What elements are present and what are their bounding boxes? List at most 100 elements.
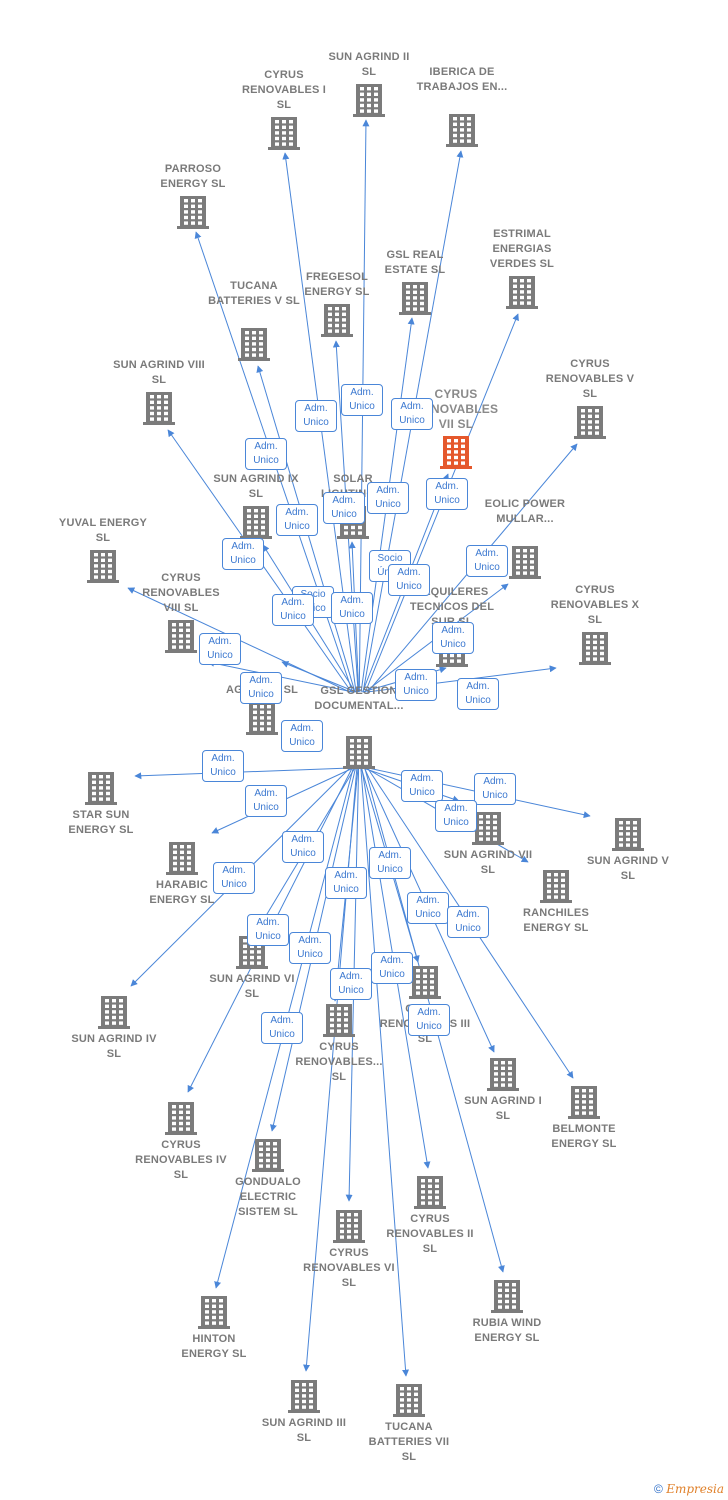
node-label-n37[interactable]: SUN AGRIND III SL [261, 1417, 347, 1444]
building-icon[interactable] [399, 282, 431, 315]
node-label-n16[interactable]: CYRUS RENOVABLES VIII SL [142, 572, 220, 614]
node-label-n20[interactable]: STAR SUN ENERGY SL [68, 809, 134, 836]
node-label-n18[interactable]: CYRUS RENOVABLES X SL [550, 584, 640, 626]
role-tag[interactable]: Adm.Unico [369, 847, 411, 879]
building-icon[interactable] [472, 812, 504, 845]
node-label-n25[interactable]: SUN AGRIND VI SL [209, 973, 295, 1000]
node-label-n9[interactable]: CYRUS RENOVABLES V SL [545, 358, 635, 400]
node-label-n24[interactable]: RANCHILES ENERGY SL [523, 907, 589, 934]
role-tag[interactable]: Adm.Unico [289, 932, 331, 964]
highlighted-building-icon[interactable] [440, 436, 472, 469]
node-label-n6[interactable]: GSL REAL ESTATE SL [384, 249, 446, 276]
building-icon[interactable] [574, 406, 606, 439]
building-icon[interactable] [353, 84, 385, 117]
building-icon[interactable] [491, 1280, 523, 1313]
building-icon[interactable] [579, 632, 611, 665]
role-tag[interactable]: Adm.Unico [276, 504, 318, 536]
node-label-n3[interactable]: IBERICA DE TRABAJOS EN... [416, 66, 508, 93]
building-icon[interactable] [143, 392, 175, 425]
node-label-n29[interactable]: SUN AGRIND I SL [464, 1095, 542, 1122]
node-label-n21[interactable]: SUN AGRIND VII SL [443, 849, 533, 876]
role-tag[interactable]: Adm.Unico [341, 384, 383, 416]
building-icon[interactable] [409, 966, 441, 999]
role-tag[interactable]: Adm.Unico [240, 672, 282, 704]
role-tag[interactable]: Adm.Unico [457, 678, 499, 710]
center-building-icon[interactable] [343, 736, 375, 769]
role-tag[interactable]: Adm.Unico [408, 1004, 450, 1036]
building-icon[interactable] [198, 1296, 230, 1329]
role-tag[interactable]: Adm.Unico [391, 398, 433, 430]
node-label-n31[interactable]: CYRUS RENOVABLES IV SL [135, 1139, 227, 1181]
role-tag[interactable]: Adm.Unico [447, 906, 489, 938]
building-icon[interactable] [506, 276, 538, 309]
node-label-n23[interactable]: HARABIC ENERGY SL [149, 879, 215, 906]
building-icon[interactable] [333, 1210, 365, 1243]
node-label-n10[interactable]: CYRUS RENOVABLES VII SL [413, 387, 499, 431]
role-tag[interactable]: Adm.Unico [213, 862, 255, 894]
node-label-n30[interactable]: BELMONTE ENERGY SL [551, 1123, 617, 1150]
building-icon[interactable] [98, 996, 130, 1029]
role-tag[interactable]: Adm.Unico [435, 800, 477, 832]
node-label-n33[interactable]: CYRUS RENOVABLES II SL [386, 1213, 474, 1255]
node-label-n28[interactable]: CYRUS RENOVABLES... SL [295, 1041, 383, 1083]
node-label-n26[interactable]: SUN AGRIND IV SL [71, 1033, 157, 1060]
building-icon[interactable] [165, 1102, 197, 1135]
building-icon[interactable] [165, 620, 197, 653]
role-tag[interactable]: Adm.Unico [295, 400, 337, 432]
role-tag[interactable]: Adm.Unico [401, 770, 443, 802]
role-tag[interactable]: Adm.Unico [432, 622, 474, 654]
role-tag[interactable]: Adm.Unico [371, 952, 413, 984]
role-tag[interactable]: Adm.Unico [407, 892, 449, 924]
building-icon[interactable] [166, 842, 198, 875]
node-label-n32[interactable]: GONDUALO ELECTRIC SISTEM SL [235, 1176, 301, 1218]
role-tag[interactable]: Adm.Unico [261, 1012, 303, 1044]
building-icon[interactable] [240, 506, 272, 539]
node-label-n38[interactable]: TUCANA BATTERIES VII SL [368, 1421, 450, 1463]
role-tag[interactable]: Adm.Unico [199, 633, 241, 665]
building-icon[interactable] [568, 1086, 600, 1119]
role-tag[interactable]: Adm.Unico [367, 482, 409, 514]
node-label-n22[interactable]: SUN AGRIND V SL [586, 855, 670, 882]
building-icon[interactable] [446, 114, 478, 147]
role-tag[interactable]: Adm.Unico [331, 592, 373, 624]
role-tag[interactable]: Adm.Unico [395, 669, 437, 701]
center-node-label[interactable]: GSL GESTION DOCUMENTAL... [314, 685, 404, 712]
role-tag[interactable]: Adm.Unico [281, 720, 323, 752]
role-tag[interactable]: Adm.Unico [426, 478, 468, 510]
building-icon[interactable] [540, 870, 572, 903]
node-label-n8[interactable]: TUCANA BATTERIES V SL [208, 280, 300, 307]
node-label-n15[interactable]: YUVAL ENERGY SL [58, 517, 148, 544]
building-icon[interactable] [85, 772, 117, 805]
building-icon[interactable] [177, 196, 209, 229]
role-tag[interactable]: Adm.Unico [474, 773, 516, 805]
building-icon[interactable] [414, 1176, 446, 1209]
node-label-n36[interactable]: HINTON ENERGY SL [181, 1333, 247, 1360]
building-icon[interactable] [612, 818, 644, 851]
node-label-n2[interactable]: CYRUS RENOVABLES I SL [241, 69, 327, 111]
building-icon[interactable] [321, 304, 353, 337]
role-tag[interactable]: Adm.Unico [466, 545, 508, 577]
role-tag[interactable]: Adm.Unico [282, 831, 324, 863]
role-tag[interactable]: Adm.Unico [202, 750, 244, 782]
building-icon[interactable] [323, 1004, 355, 1037]
building-icon[interactable] [246, 702, 278, 735]
building-icon[interactable] [509, 546, 541, 579]
node-label-n4[interactable]: PARROSO ENERGY SL [160, 163, 226, 190]
node-label-n5[interactable]: ESTRIMAL ENERGIAS VERDES SL [489, 228, 555, 270]
node-label-n34[interactable]: CYRUS RENOVABLES VI SL [303, 1247, 395, 1289]
building-icon[interactable] [252, 1139, 284, 1172]
node-label-n7[interactable]: FREGESOL ENERGY SL [304, 271, 370, 298]
role-tag[interactable]: Adm.Unico [323, 492, 365, 524]
building-icon[interactable] [268, 117, 300, 150]
role-tag[interactable]: Adm.Unico [222, 538, 264, 570]
building-icon[interactable] [393, 1384, 425, 1417]
role-tag[interactable]: Adm.Unico [247, 914, 289, 946]
building-icon[interactable] [487, 1058, 519, 1091]
building-icon[interactable] [288, 1380, 320, 1413]
role-tag[interactable]: Adm.Unico [245, 438, 287, 470]
role-tag[interactable]: Adm.Unico [330, 968, 372, 1000]
node-label-n13[interactable]: SUN AGRIND IX SL [213, 473, 299, 500]
node-label-n35[interactable]: RUBIA WIND ENERGY SL [472, 1317, 542, 1344]
node-label-n11[interactable]: SUN AGRIND VIII SL [113, 359, 205, 386]
building-icon[interactable] [87, 550, 119, 583]
